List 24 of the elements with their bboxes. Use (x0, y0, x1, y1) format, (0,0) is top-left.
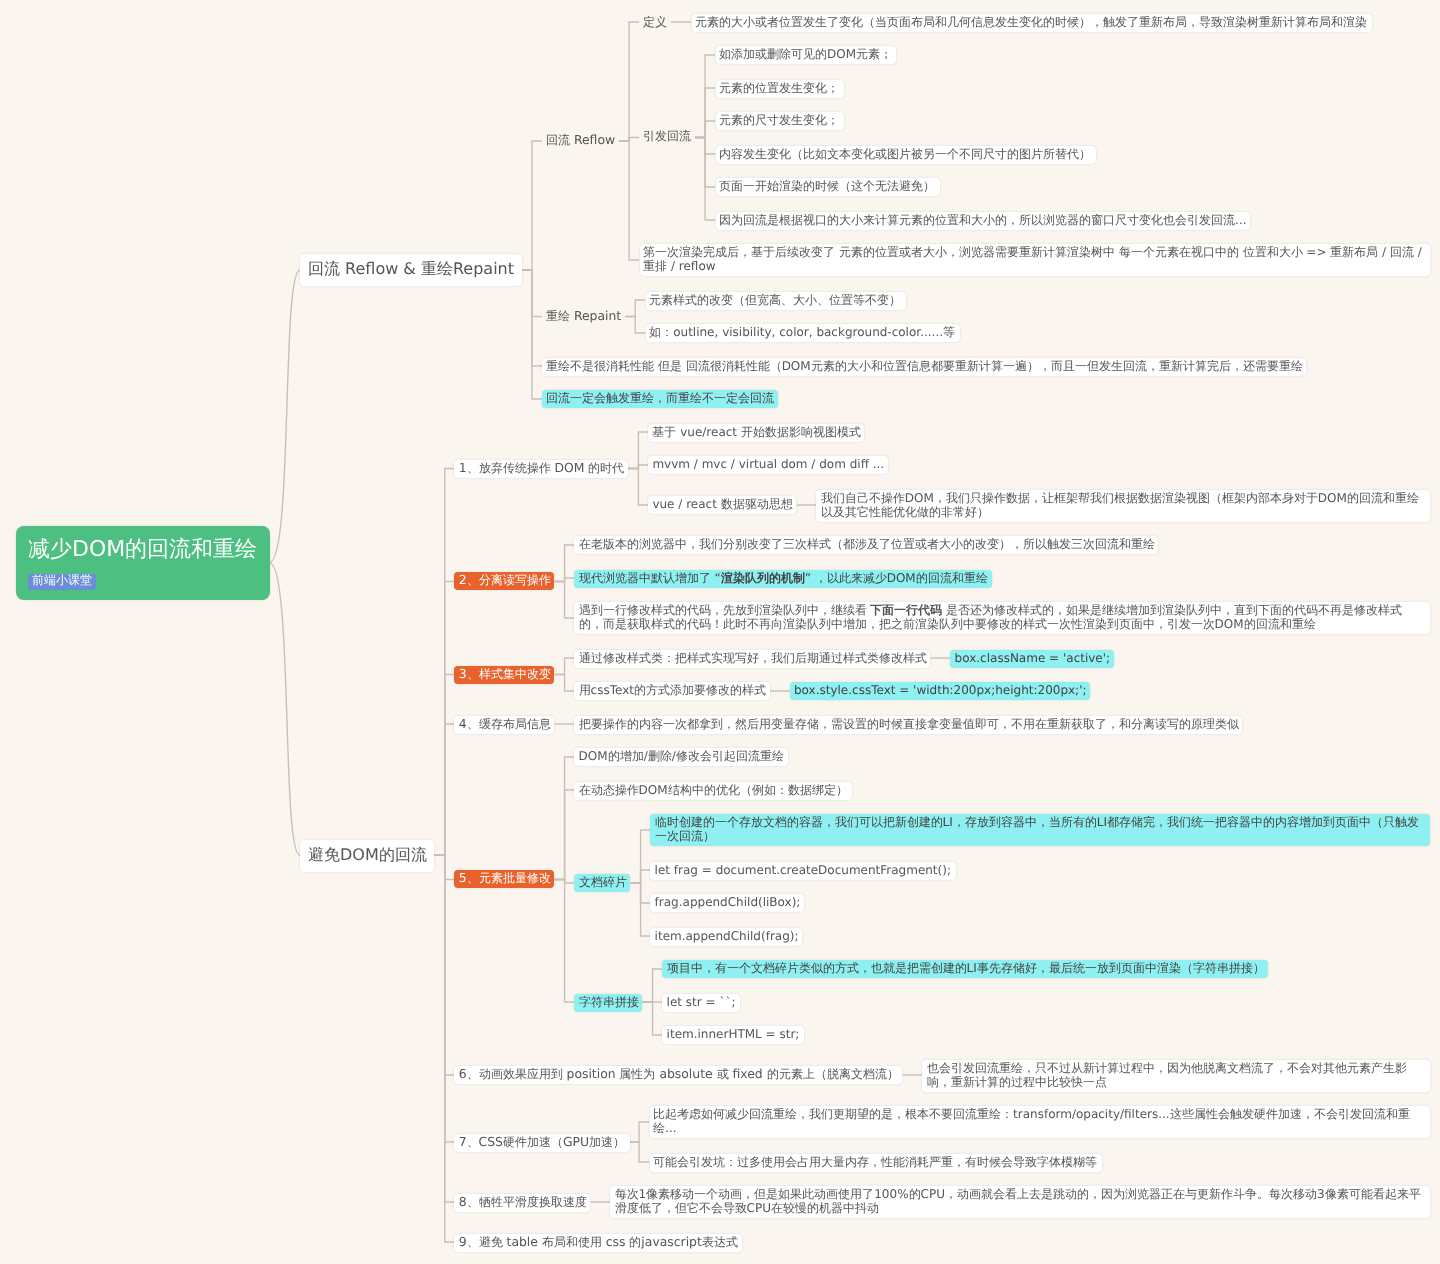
connector-line (901, 1074, 924, 1076)
connector-line (670, 21, 692, 23)
branch-topic: 避免DOM的回流 (300, 839, 435, 872)
root-topic-box (16, 525, 270, 600)
connector-line (628, 1141, 650, 1163)
topic-title: 减少DOM的回流和重绘 (28, 535, 258, 564)
connector-line (553, 723, 576, 725)
connector-line (624, 315, 646, 334)
connector-line (929, 657, 952, 659)
connector-line (589, 1201, 612, 1203)
connector-line (796, 504, 818, 506)
connector-line (618, 140, 640, 261)
connector-line (268, 269, 301, 564)
connector-line (629, 882, 652, 937)
connector-line (553, 580, 576, 619)
connector-line (553, 878, 576, 1003)
branch-topic: 回流 Reflow & 重绘Repaint (300, 254, 522, 286)
connector-line (521, 269, 543, 400)
connector-line (553, 673, 576, 692)
connector-line (694, 136, 716, 221)
connector-line (641, 1001, 664, 1036)
connector-line (268, 561, 301, 856)
connector-line (769, 690, 791, 692)
connector-line (627, 467, 650, 506)
